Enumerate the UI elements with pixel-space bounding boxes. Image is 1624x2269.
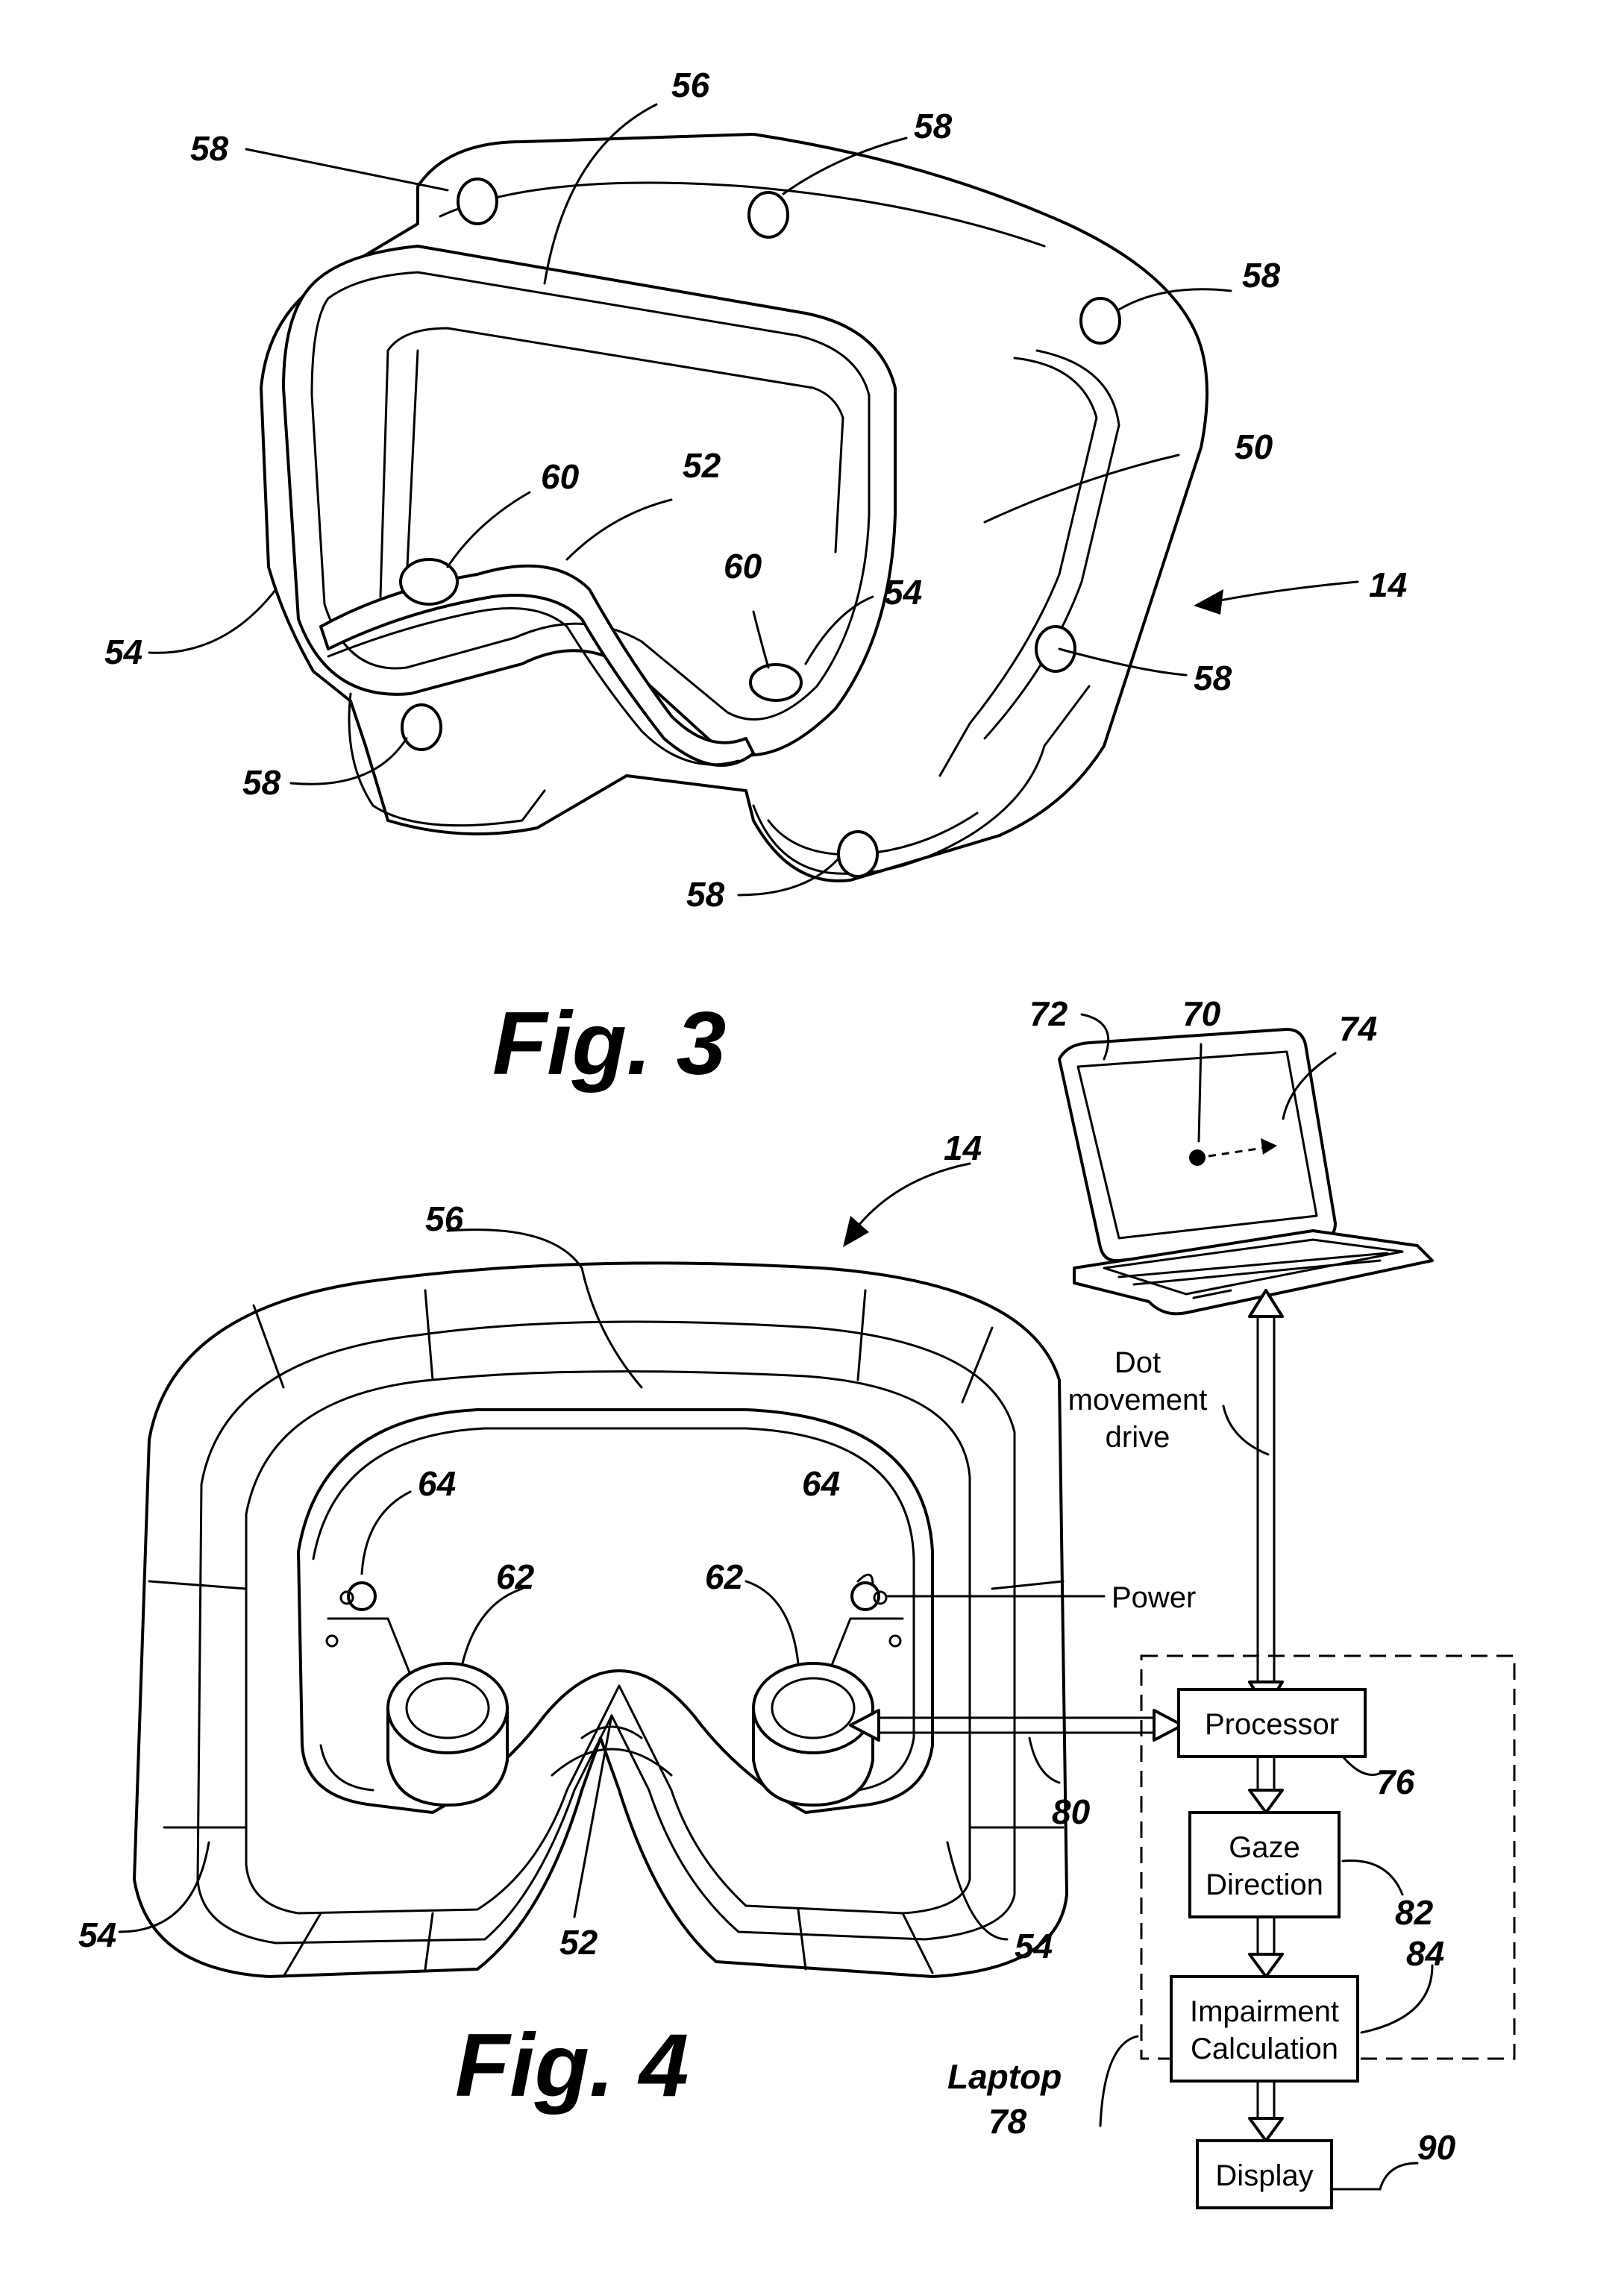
fig4-ref-14: 14 — [944, 1129, 982, 1167]
fig4-ref-62: 62 — [496, 1557, 535, 1596]
fig3-ref-54: 54 — [884, 573, 922, 612]
impairment-calculation-box — [1170, 1975, 1359, 2083]
dot-movement-label-line3: drive — [1106, 1421, 1170, 1454]
fig4-ref-64: 64 — [802, 1464, 840, 1503]
gaze-label-line1: Gaze — [1229, 1831, 1300, 1864]
laptop-enclosure — [1140, 1654, 1516, 2060]
display-box — [1196, 2139, 1333, 2209]
fig3-ref-60: 60 — [541, 457, 580, 496]
fig4-ref-62: 62 — [705, 1557, 744, 1596]
fig4-ref-84: 84 — [1406, 1934, 1444, 1973]
fig4-ref-78: 78 — [988, 2102, 1027, 2141]
dot-movement-label-line2: movement — [1068, 1384, 1208, 1416]
fig3-ref-58: 58 — [1242, 256, 1281, 295]
fig3-ref-58: 58 — [686, 875, 725, 914]
fig4-goggle-drawing — [118, 1162, 1106, 1978]
fig3-ref-56: 56 — [671, 66, 710, 104]
fig4-ref-52: 52 — [559, 1923, 598, 1962]
fig4-ref-74: 74 — [1339, 1009, 1377, 1048]
fig3-ref-50: 50 — [1235, 427, 1273, 466]
fig3-ref-58: 58 — [190, 129, 229, 168]
fig4-ref-70: 70 — [1182, 994, 1221, 1033]
fig4-ref-90: 90 — [1417, 2128, 1456, 2167]
fig4-caption: Fig. 4 — [455, 2015, 689, 2115]
gaze-label-line2: Direction — [1206, 1868, 1323, 1901]
fig3-ref-58: 58 — [1194, 659, 1232, 697]
fig3-ref-54: 54 — [104, 633, 142, 671]
laptop-label: Laptop — [947, 2057, 1062, 2096]
fig4-ref-80: 80 — [1052, 1792, 1091, 1831]
power-label: Power — [1112, 1581, 1196, 1614]
fig3-ref-14: 14 — [1369, 565, 1407, 604]
fig4-ref-72: 72 — [1029, 994, 1068, 1033]
impairment-label-line2: Calculation — [1191, 2033, 1338, 2065]
block-diagram — [849, 1289, 1516, 2209]
fig4-ref-64: 64 — [418, 1464, 456, 1503]
fig3-ref-52: 52 — [683, 446, 721, 485]
fig4-ref-56: 56 — [425, 1199, 464, 1238]
display-label: Display — [1215, 2159, 1313, 2192]
gaze-direction-box — [1188, 1811, 1341, 1918]
processor-label: Processor — [1205, 1708, 1339, 1741]
fig3-ref-58: 58 — [914, 107, 953, 145]
fig3-caption: Fig. 3 — [492, 994, 726, 1093]
fig3-ref-60: 60 — [724, 547, 762, 586]
fig3-ref-58: 58 — [242, 763, 281, 802]
processor-box — [1177, 1688, 1367, 1758]
laptop-drawing — [1058, 1013, 1434, 1316]
dot-movement-label-line1: Dot — [1114, 1346, 1161, 1379]
fig4-ref-76: 76 — [1376, 1763, 1415, 1801]
fig4-ref-54: 54 — [78, 1915, 116, 1954]
fig4-ref-54: 54 — [1015, 1927, 1053, 1965]
fig3-goggle-drawing — [148, 103, 1359, 897]
impairment-label-line1: Impairment — [1190, 1995, 1339, 2028]
fig4-ref-82: 82 — [1395, 1893, 1434, 1932]
